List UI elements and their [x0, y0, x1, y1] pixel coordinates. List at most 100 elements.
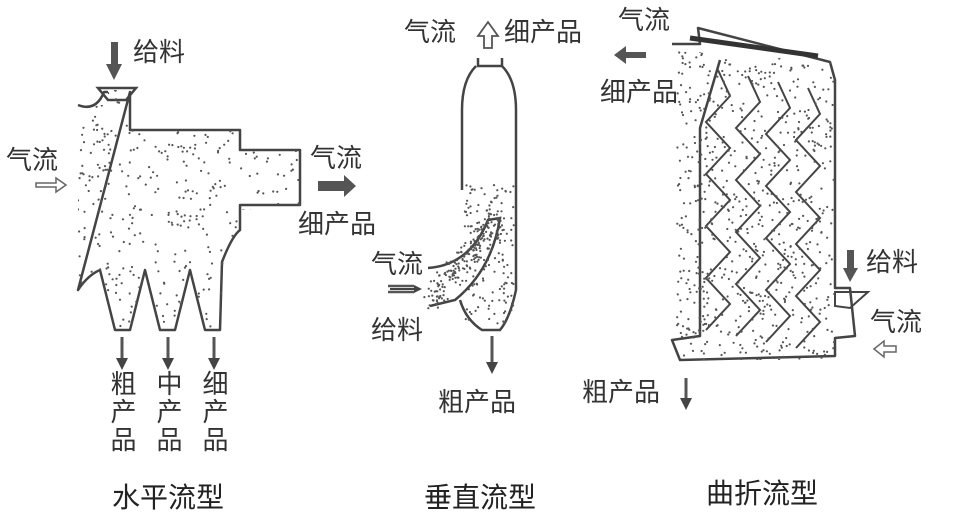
particle-dot	[451, 277, 454, 281]
particle-dot	[697, 243, 700, 246]
particle-dot	[805, 242, 808, 245]
particle-dot	[512, 185, 515, 188]
particle-dot	[767, 291, 770, 294]
particle-dot	[725, 256, 728, 259]
particle-dot	[775, 201, 779, 205]
particle-dot	[768, 352, 771, 355]
particle-dot	[472, 238, 475, 241]
particle-dot	[781, 341, 785, 344]
particle-dot	[295, 109, 298, 112]
particle-dot	[493, 312, 496, 315]
particle-dot	[687, 177, 690, 180]
particle-dot	[500, 202, 503, 205]
particle-dot	[761, 224, 764, 228]
particle-dot	[498, 239, 502, 242]
particle-dot	[744, 127, 747, 130]
particle-dot	[756, 141, 759, 144]
particle-dot	[762, 313, 765, 316]
particle-dot	[496, 210, 499, 213]
particle-dot	[436, 282, 439, 285]
particle-dot	[188, 261, 192, 264]
particle-dot	[755, 82, 758, 85]
particle-dot	[256, 191, 259, 194]
particle-dot	[809, 285, 812, 288]
particle-dot	[154, 261, 157, 264]
particle-dot	[453, 259, 456, 263]
particle-dot	[122, 318, 125, 321]
particle-dot	[195, 214, 198, 218]
particle-dot	[228, 157, 231, 160]
particle-dot	[793, 131, 796, 134]
particle-dot	[711, 168, 714, 171]
particle-dot	[441, 283, 444, 286]
particle-dot	[768, 163, 771, 166]
particle-dot	[762, 309, 765, 312]
particle-dot	[176, 213, 179, 216]
particle-dot	[778, 149, 781, 152]
particle-dot	[182, 319, 185, 323]
particle-dot	[237, 302, 240, 305]
particle-dot	[164, 96, 167, 99]
airflow-top-label-zigzag: 气流	[618, 6, 671, 36]
particle-dot	[794, 263, 798, 266]
particle-dot	[216, 151, 220, 154]
particle-dot	[280, 255, 283, 258]
particle-dot	[761, 299, 765, 302]
particle-dot	[499, 219, 502, 222]
particle-dot	[98, 233, 101, 236]
particle-dot	[110, 129, 113, 133]
zigzag-housing-outline	[670, 26, 857, 362]
particle-dot	[759, 312, 762, 315]
particle-dot	[681, 325, 685, 328]
particle-dot	[241, 115, 244, 118]
particle-dot	[81, 133, 84, 136]
particle-dot	[456, 251, 459, 254]
particle-dot	[184, 264, 188, 268]
particle-dot	[798, 357, 801, 360]
particle-dot	[779, 131, 782, 134]
particle-dot	[696, 150, 699, 153]
particle-dot	[737, 230, 740, 233]
particle-dot	[786, 211, 789, 215]
particle-dot	[699, 320, 702, 323]
particle-dot	[686, 298, 689, 301]
particle-dot	[105, 283, 108, 286]
particle-dot	[229, 265, 232, 269]
particle-dot	[702, 290, 705, 293]
particle-dot	[786, 115, 789, 118]
particle-dot	[506, 263, 509, 267]
particle-dot	[296, 329, 299, 330]
particle-dot	[832, 347, 835, 350]
particle-dot	[818, 207, 821, 210]
particle-dot	[147, 94, 150, 97]
particle-dot	[472, 258, 476, 261]
particle-dot	[125, 124, 128, 127]
particle-dot	[476, 221, 479, 225]
particle-dot	[104, 168, 107, 171]
particle-dot	[804, 154, 807, 157]
particle-dot	[778, 358, 781, 360]
particle-dot	[681, 55, 684, 58]
particle-dot	[690, 233, 693, 236]
particle-dot	[186, 150, 189, 153]
particle-dot	[195, 320, 198, 323]
particle-dot	[756, 249, 759, 253]
zigzag-wall	[764, 81, 792, 343]
particle-dot	[479, 256, 482, 259]
particle-dot	[770, 82, 773, 85]
particle-dot	[474, 269, 477, 272]
particle-dot	[797, 169, 800, 172]
particle-dot	[684, 170, 687, 173]
particle-dot	[815, 297, 818, 300]
particle-dot	[432, 299, 435, 302]
particle-dot	[500, 224, 504, 227]
particle-dot	[275, 265, 278, 268]
particle-dot	[775, 288, 778, 291]
particle-dot	[477, 306, 480, 309]
particle-dot	[740, 330, 743, 333]
particle-dot	[262, 105, 265, 108]
particle-dot	[753, 342, 756, 345]
particle-dot	[207, 172, 210, 175]
particle-dot	[707, 74, 710, 77]
particle-dot	[775, 95, 779, 98]
